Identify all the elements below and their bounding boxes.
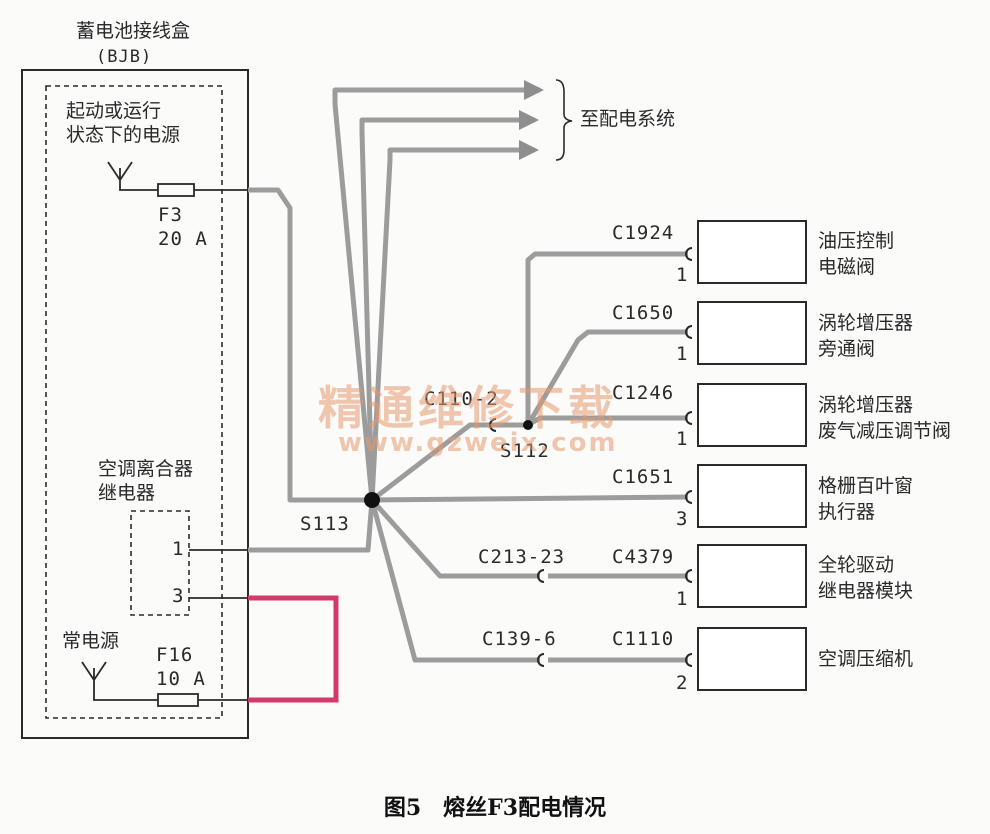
splice-s112-label: S112 <box>500 440 550 462</box>
connector-c1651-glyph <box>685 490 693 504</box>
wire-s112-to-c1650 <box>525 329 688 427</box>
connector-c110-label: C110-2 <box>424 388 499 410</box>
splice-s113-label: S113 <box>300 513 350 535</box>
watermark-cn: 精通维修下载 <box>318 381 618 435</box>
to-distribution-label: 至配电系统 <box>580 108 676 130</box>
wire-s113-to-dist-2 <box>359 110 539 501</box>
power-run-label-2: 状态下的电源 <box>66 124 181 146</box>
wire-f16-to-relay-pin3 <box>248 595 339 703</box>
fuse-f16-rating: 10 A <box>156 668 206 690</box>
c4379-pin: 1 <box>676 588 689 610</box>
c1246-component-name-1: 涡轮增压器 <box>818 394 914 416</box>
c4379-component-name-1: 全轮驱动 <box>818 554 895 576</box>
c1246-component-name-2: 废气减压调节阀 <box>818 420 952 442</box>
bjb-outer-box <box>21 69 249 739</box>
ac-relay-dashed-box <box>130 510 190 616</box>
connector-c1110-glyph <box>685 653 693 667</box>
splice-s113-dot <box>364 492 380 508</box>
connector-c139-label: C139-6 <box>482 628 557 650</box>
figure-caption: 图5 熔丝F3配电情况 <box>383 795 607 821</box>
c1110-component-name-1: 空调压缩机 <box>818 648 914 670</box>
bjb-title: 蓄电池接线盒 <box>76 20 191 42</box>
wire-f3-to-s113 <box>248 187 372 503</box>
component-box-c1651 <box>697 464 807 528</box>
bjb-inner-dashed-box <box>45 85 223 719</box>
wire-s113-to-s112 <box>370 422 528 502</box>
c1650-component-name-2: 旁通阀 <box>818 338 876 360</box>
ac-relay-label-1: 空调离合器 <box>98 458 194 480</box>
wire-s113-to-c1651 <box>371 494 689 503</box>
connector-c1650-glyph <box>685 325 693 339</box>
bjb-code: (BJB) <box>96 47 153 67</box>
c1924-connector-label: C1924 <box>612 222 675 244</box>
component-box-c4379 <box>697 544 807 608</box>
wire-s113-to-dist-1 <box>332 80 544 501</box>
connector-c139-glyph <box>537 653 545 667</box>
ac-relay-label-2: 继电器 <box>98 482 156 504</box>
c1651-connector-label: C1651 <box>612 466 675 488</box>
component-box-c1924 <box>697 220 807 284</box>
fuse-f3-name: F3 <box>158 204 183 226</box>
c1650-pin: 1 <box>676 343 689 365</box>
connector-c213-label: C213-23 <box>478 546 566 568</box>
connector-c213-glyph <box>537 569 545 583</box>
fuse-f16-name: F16 <box>156 644 194 666</box>
wire-s112-to-c1924 <box>525 251 688 425</box>
splice-s112-dot <box>523 420 533 430</box>
watermark-url: www.gzweix.com <box>338 428 618 458</box>
c4379-component-name-2: 继电器模块 <box>818 580 914 602</box>
wire-relay-pin1-to-s113 <box>248 499 375 553</box>
wire-s113-to-c139 <box>369 499 540 663</box>
const-power-label: 常电源 <box>62 630 120 652</box>
fuse-f3-symbol <box>157 183 195 197</box>
connector-c110-glyph <box>489 418 497 432</box>
c1246-connector-label: C1246 <box>612 382 675 404</box>
component-box-c1246 <box>697 383 807 447</box>
c1651-component-name-1: 格栅百叶窗 <box>818 475 914 497</box>
c1924-pin: 1 <box>676 264 689 286</box>
connector-c1924-glyph <box>685 247 693 261</box>
c1110-connector-label: C1110 <box>612 628 675 650</box>
c1650-connector-label: C1650 <box>612 302 675 324</box>
component-box-c1110 <box>697 627 807 691</box>
const-power-source-symbol <box>81 661 158 701</box>
c1924-component-name-2: 电磁阀 <box>818 256 876 278</box>
ac-relay-pin3: 3 <box>172 585 185 607</box>
c4379-connector-label: C4379 <box>612 546 675 568</box>
c1651-pin: 3 <box>676 508 689 530</box>
fuse-f3-rating: 20 A <box>158 228 208 250</box>
wire-s113-to-c213 <box>370 498 540 579</box>
wire-s113-to-dist-3 <box>369 140 539 501</box>
fuse-f16-symbol <box>157 693 199 707</box>
distribution-brace <box>555 79 573 161</box>
c1650-component-name-1: 涡轮增压器 <box>818 312 914 334</box>
connector-c4379-glyph <box>685 569 693 583</box>
c1110-pin: 2 <box>676 672 689 694</box>
c1246-pin: 1 <box>676 428 689 450</box>
c1924-component-name-1: 油压控制 <box>818 230 895 252</box>
connector-c1246-glyph <box>685 411 693 425</box>
component-box-c1650 <box>697 301 807 365</box>
power-run-source-symbol <box>107 161 158 191</box>
c1651-component-name-2: 执行器 <box>818 501 876 523</box>
power-run-label-1: 起动或运行 <box>66 100 162 122</box>
ac-relay-pin1: 1 <box>172 538 185 560</box>
